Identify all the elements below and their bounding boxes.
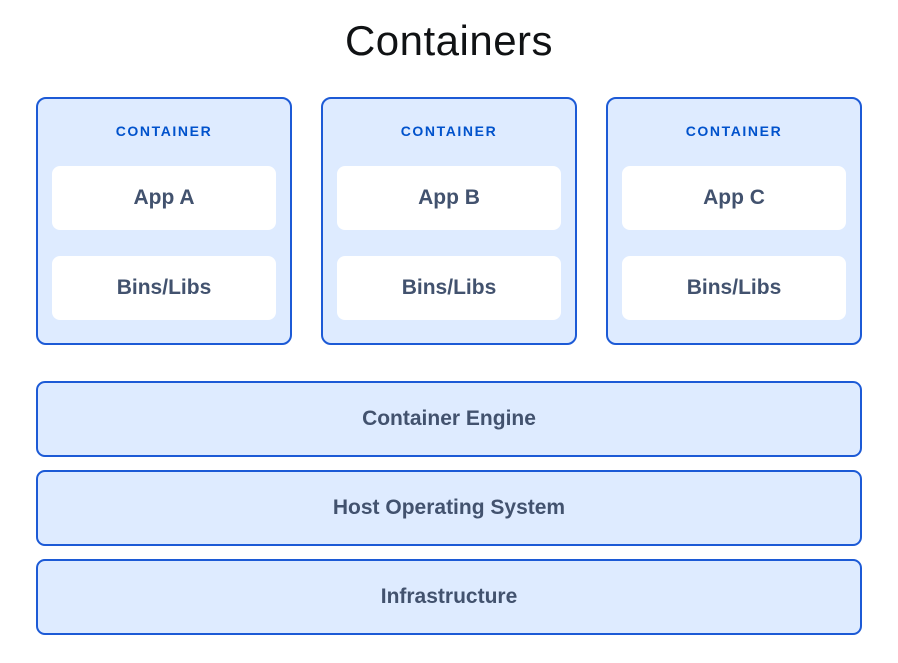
container-box-b: CONTAINER App B Bins/Libs xyxy=(321,97,577,345)
layer-infrastructure: Infrastructure xyxy=(36,559,862,635)
container-box-a: CONTAINER App A Bins/Libs xyxy=(36,97,292,345)
app-b-card: App B xyxy=(337,166,561,230)
app-c-card: App C xyxy=(622,166,846,230)
bins-libs-card: Bins/Libs xyxy=(52,256,276,320)
container-label: CONTAINER xyxy=(400,123,498,139)
container-label: CONTAINER xyxy=(115,123,213,139)
layer-container-engine: Container Engine xyxy=(36,381,862,457)
bins-libs-card: Bins/Libs xyxy=(337,256,561,320)
container-box-c: CONTAINER App C Bins/Libs xyxy=(606,97,862,345)
app-a-card: App A xyxy=(52,166,276,230)
containers-row: CONTAINER App A Bins/Libs CONTAINER App … xyxy=(36,97,862,345)
container-label: CONTAINER xyxy=(685,123,783,139)
page-title: Containers xyxy=(344,17,554,64)
layer-host-os: Host Operating System xyxy=(36,470,862,546)
bins-libs-card: Bins/Libs xyxy=(622,256,846,320)
stack-layers: Container Engine Host Operating System I… xyxy=(36,381,862,635)
